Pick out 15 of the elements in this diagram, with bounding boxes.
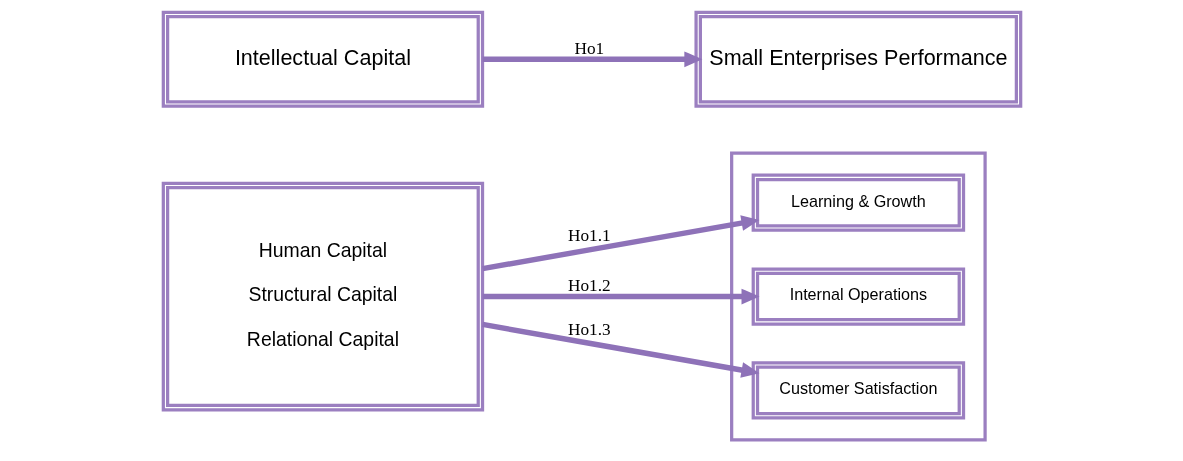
node-box: Internal Operations bbox=[751, 267, 965, 326]
edge-label: Ho1.1 bbox=[567, 226, 611, 246]
arrow bbox=[481, 321, 759, 378]
node-box: Learning & Growth bbox=[751, 173, 965, 232]
arrow bbox=[482, 288, 760, 305]
arrow bbox=[481, 215, 759, 272]
node-box: Small Enterprises Performance bbox=[693, 10, 1022, 108]
edge-label: Ho1.3 bbox=[567, 320, 611, 340]
arrow bbox=[482, 51, 702, 68]
node-box: Customer Satisfaction bbox=[751, 361, 965, 420]
node-box: Intellectual Capital bbox=[161, 10, 484, 108]
cluster bbox=[729, 151, 987, 442]
node-box: Human Capital Structural Capital Relational Capital bbox=[161, 181, 484, 412]
edge-label: Ho1.2 bbox=[567, 275, 611, 295]
edge-label: Ho1 bbox=[573, 38, 604, 58]
